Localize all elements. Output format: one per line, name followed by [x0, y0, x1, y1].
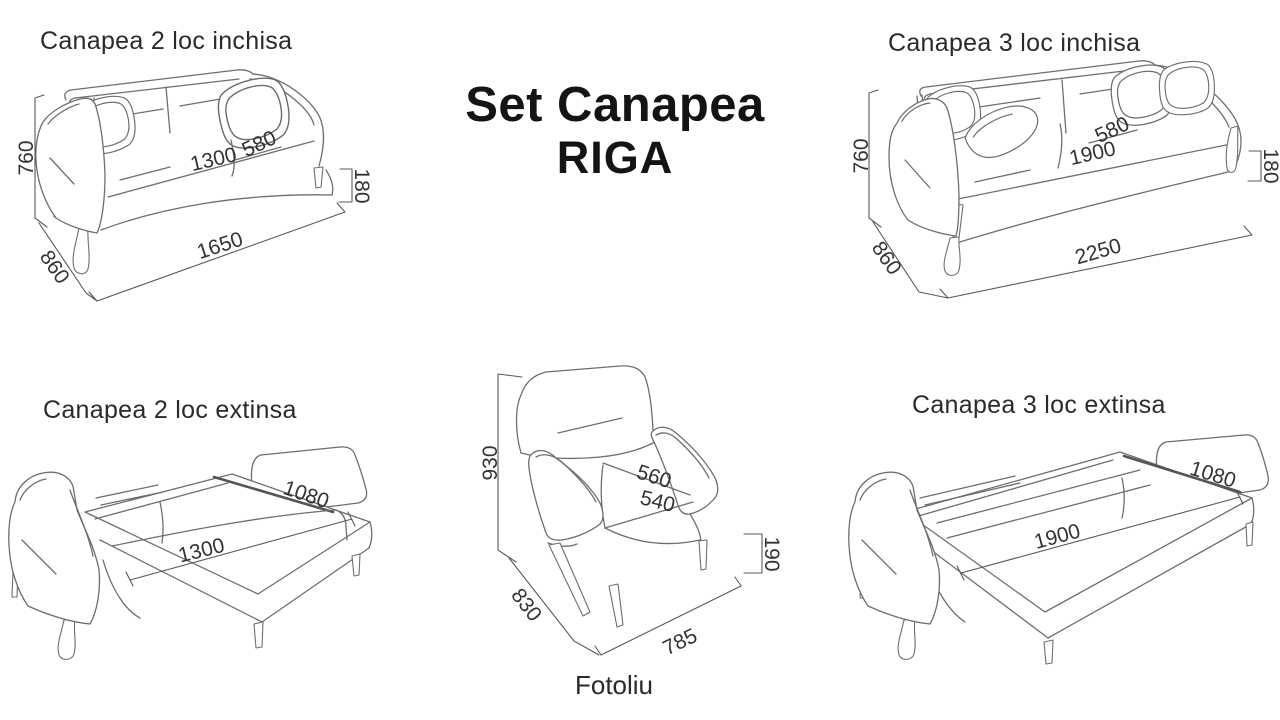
sofa2-open-dimension-lines — [125, 511, 356, 587]
dim-sofa2-leg-height: 180 — [350, 168, 373, 203]
page-title-line2: RIGA — [556, 131, 674, 183]
dim-sofa3-leg-height: 180 — [1259, 148, 1280, 183]
sofa2-closed-dimension-lines — [34, 94, 353, 302]
title-sofa2-closed: Canapea 2 loc inchisa — [40, 27, 293, 55]
armchair-drawing: 930 830 785 560 540 190 — [479, 365, 783, 660]
page-title-line1: Set Canapea — [465, 78, 765, 132]
dim-sofa2-seat-width: 1300 — [188, 143, 239, 176]
dim-sofa3-width: 2250 — [1073, 234, 1124, 269]
sofa3-open-drawing: 1900 1080 — [848, 434, 1269, 665]
dim-armchair-leg-height: 190 — [760, 536, 783, 571]
title-sofa3-open: Canapea 3 loc extinsa — [912, 391, 1166, 419]
sofa3-closed-dimension-lines — [868, 89, 1262, 299]
dim-sofa2-width: 1650 — [194, 228, 246, 264]
sofa2-closed-drawing: 760 860 1650 1300 580 180 — [15, 69, 373, 302]
sofa3-closed-drawing: 760 860 2250 1900 580 180 — [850, 59, 1280, 299]
dim-armchair-depth: 830 — [506, 584, 546, 626]
title-sofa2-open: Canapea 2 loc extinsa — [43, 396, 297, 424]
dim-sofa3-depth: 860 — [867, 237, 906, 279]
dim-sofa3-height: 760 — [850, 138, 873, 173]
dim-sofa2-height: 760 — [15, 140, 38, 175]
sofa2-open-drawing: 1300 1080 — [8, 446, 373, 660]
sofa3-open-dimension-lines — [956, 489, 1244, 581]
page-title: Set Canapea RIGA — [395, 78, 835, 183]
dim-armchair-height: 930 — [479, 445, 502, 480]
dim-armchair-width: 785 — [659, 624, 701, 660]
title-armchair: Fotoliu — [574, 670, 654, 700]
title-sofa3-closed: Canapea 3 loc inchisa — [888, 29, 1141, 57]
dim-sofa2-depth: 860 — [35, 246, 74, 288]
armchair-dimension-lines — [497, 373, 763, 656]
dim-armchair-seat-depth: 540 — [638, 486, 678, 517]
